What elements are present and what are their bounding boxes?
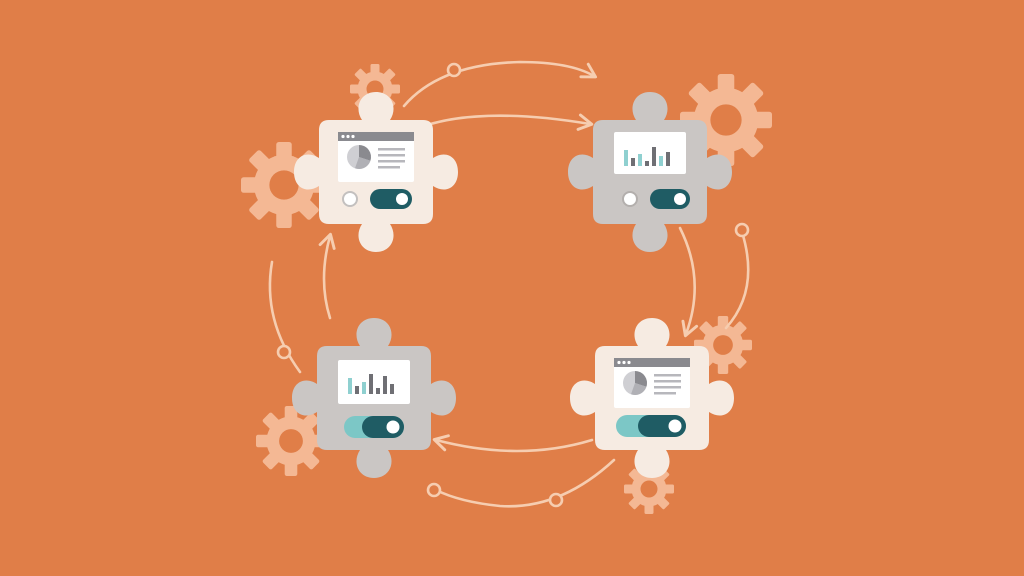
connector-node bbox=[426, 482, 442, 498]
arrow-icon bbox=[406, 113, 594, 134]
connector-line bbox=[268, 260, 302, 374]
arrow-icon bbox=[432, 434, 594, 453]
bar-chart-panel bbox=[338, 360, 410, 404]
connector-line bbox=[724, 230, 750, 330]
connector-node bbox=[276, 344, 292, 360]
module-top-left bbox=[294, 92, 458, 252]
bar-chart-icon bbox=[624, 147, 670, 166]
connector-node bbox=[734, 222, 750, 238]
arrow-icon bbox=[678, 226, 699, 338]
toggle-switch-icon bbox=[370, 189, 412, 209]
radio-button bbox=[342, 191, 358, 207]
bar-chart-panel bbox=[614, 132, 686, 174]
connector-node bbox=[446, 62, 462, 78]
pie-chart-icon bbox=[623, 371, 647, 395]
toggle-switch-icon bbox=[344, 416, 404, 438]
connector-line bbox=[434, 458, 616, 508]
window-panel bbox=[338, 132, 414, 182]
module-bottom-left bbox=[292, 318, 456, 478]
connector-node bbox=[548, 492, 564, 508]
toggle-switch-icon bbox=[650, 189, 690, 209]
arrow-icon bbox=[402, 60, 598, 108]
bar-chart-icon bbox=[348, 374, 394, 394]
arrow-icon bbox=[318, 232, 336, 320]
window-panel bbox=[614, 358, 690, 408]
module-bottom-right bbox=[570, 318, 734, 478]
toggle-switch-icon bbox=[616, 415, 686, 437]
pie-chart-icon bbox=[347, 145, 371, 169]
module-top-right bbox=[568, 92, 732, 252]
radio-button bbox=[622, 191, 638, 207]
connectors-layer bbox=[268, 60, 750, 508]
gear-icon bbox=[256, 406, 326, 476]
